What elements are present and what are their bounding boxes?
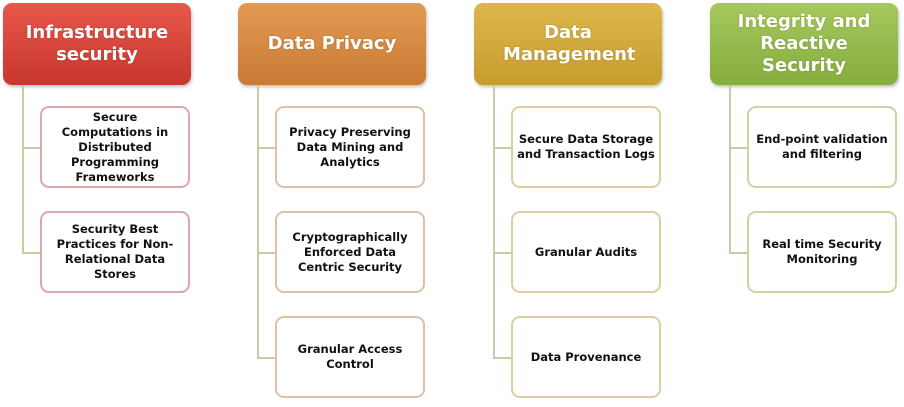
category-title: Integrity and Reactive Security (737, 11, 871, 76)
subtopic-label: Granular Audits (534, 244, 638, 259)
subtopic-box: Secure Data Storage and Transaction Logs (511, 106, 661, 188)
category-header: Data Management (474, 3, 662, 85)
connector-branch (257, 147, 275, 149)
subtopic-label: Data Provenance (530, 349, 642, 364)
connector-branch (493, 252, 511, 254)
connector-branch (729, 252, 747, 254)
connector-branch (493, 357, 511, 359)
subtopic-box: Secure Computations in Distributed Progr… (40, 106, 190, 188)
subtopic-label: Cryptographically Enforced Data Centric … (292, 229, 408, 274)
subtopic-box: Real time Security Monitoring (747, 211, 897, 293)
subtopic-box: End-point validation and filtering (747, 106, 897, 188)
subtopic-label: End-point validation and filtering (756, 132, 888, 161)
subtopic-box: Data Provenance (511, 316, 661, 398)
connector-line (729, 85, 731, 254)
connector-branch (22, 252, 40, 254)
subtopic-box: Security Best Practices for Non-Relation… (40, 211, 190, 293)
category-title: Infrastructure security (25, 22, 169, 65)
subtopic-label: Secure Data Storage and Transaction Logs (517, 132, 655, 161)
connector-branch (493, 147, 511, 149)
subtopic-label: Granular Access Control (297, 342, 403, 371)
subtopic-box: Granular Access Control (275, 316, 425, 398)
category-title: Data Management (503, 22, 636, 65)
connector-branch (257, 252, 275, 254)
category-header: Infrastructure security (3, 3, 191, 85)
category-title: Data Privacy (267, 33, 397, 54)
subtopic-label: Privacy Preserving Data Mining and Analy… (289, 124, 411, 169)
subtopic-box: Granular Audits (511, 211, 661, 293)
category-header: Integrity and Reactive Security (710, 3, 898, 85)
connector-line (257, 85, 259, 359)
subtopic-box: Privacy Preserving Data Mining and Analy… (275, 106, 425, 188)
subtopic-label: Secure Computations in Distributed Progr… (61, 109, 169, 184)
subtopic-label: Real time Security Monitoring (762, 237, 882, 266)
connector-line (493, 85, 495, 359)
connector-branch (22, 147, 40, 149)
subtopic-label: Security Best Practices for Non-Relation… (56, 222, 174, 281)
category-header: Data Privacy (238, 3, 426, 85)
subtopic-box: Cryptographically Enforced Data Centric … (275, 211, 425, 293)
connector-line (22, 85, 24, 254)
connector-branch (257, 357, 275, 359)
connector-branch (729, 147, 747, 149)
